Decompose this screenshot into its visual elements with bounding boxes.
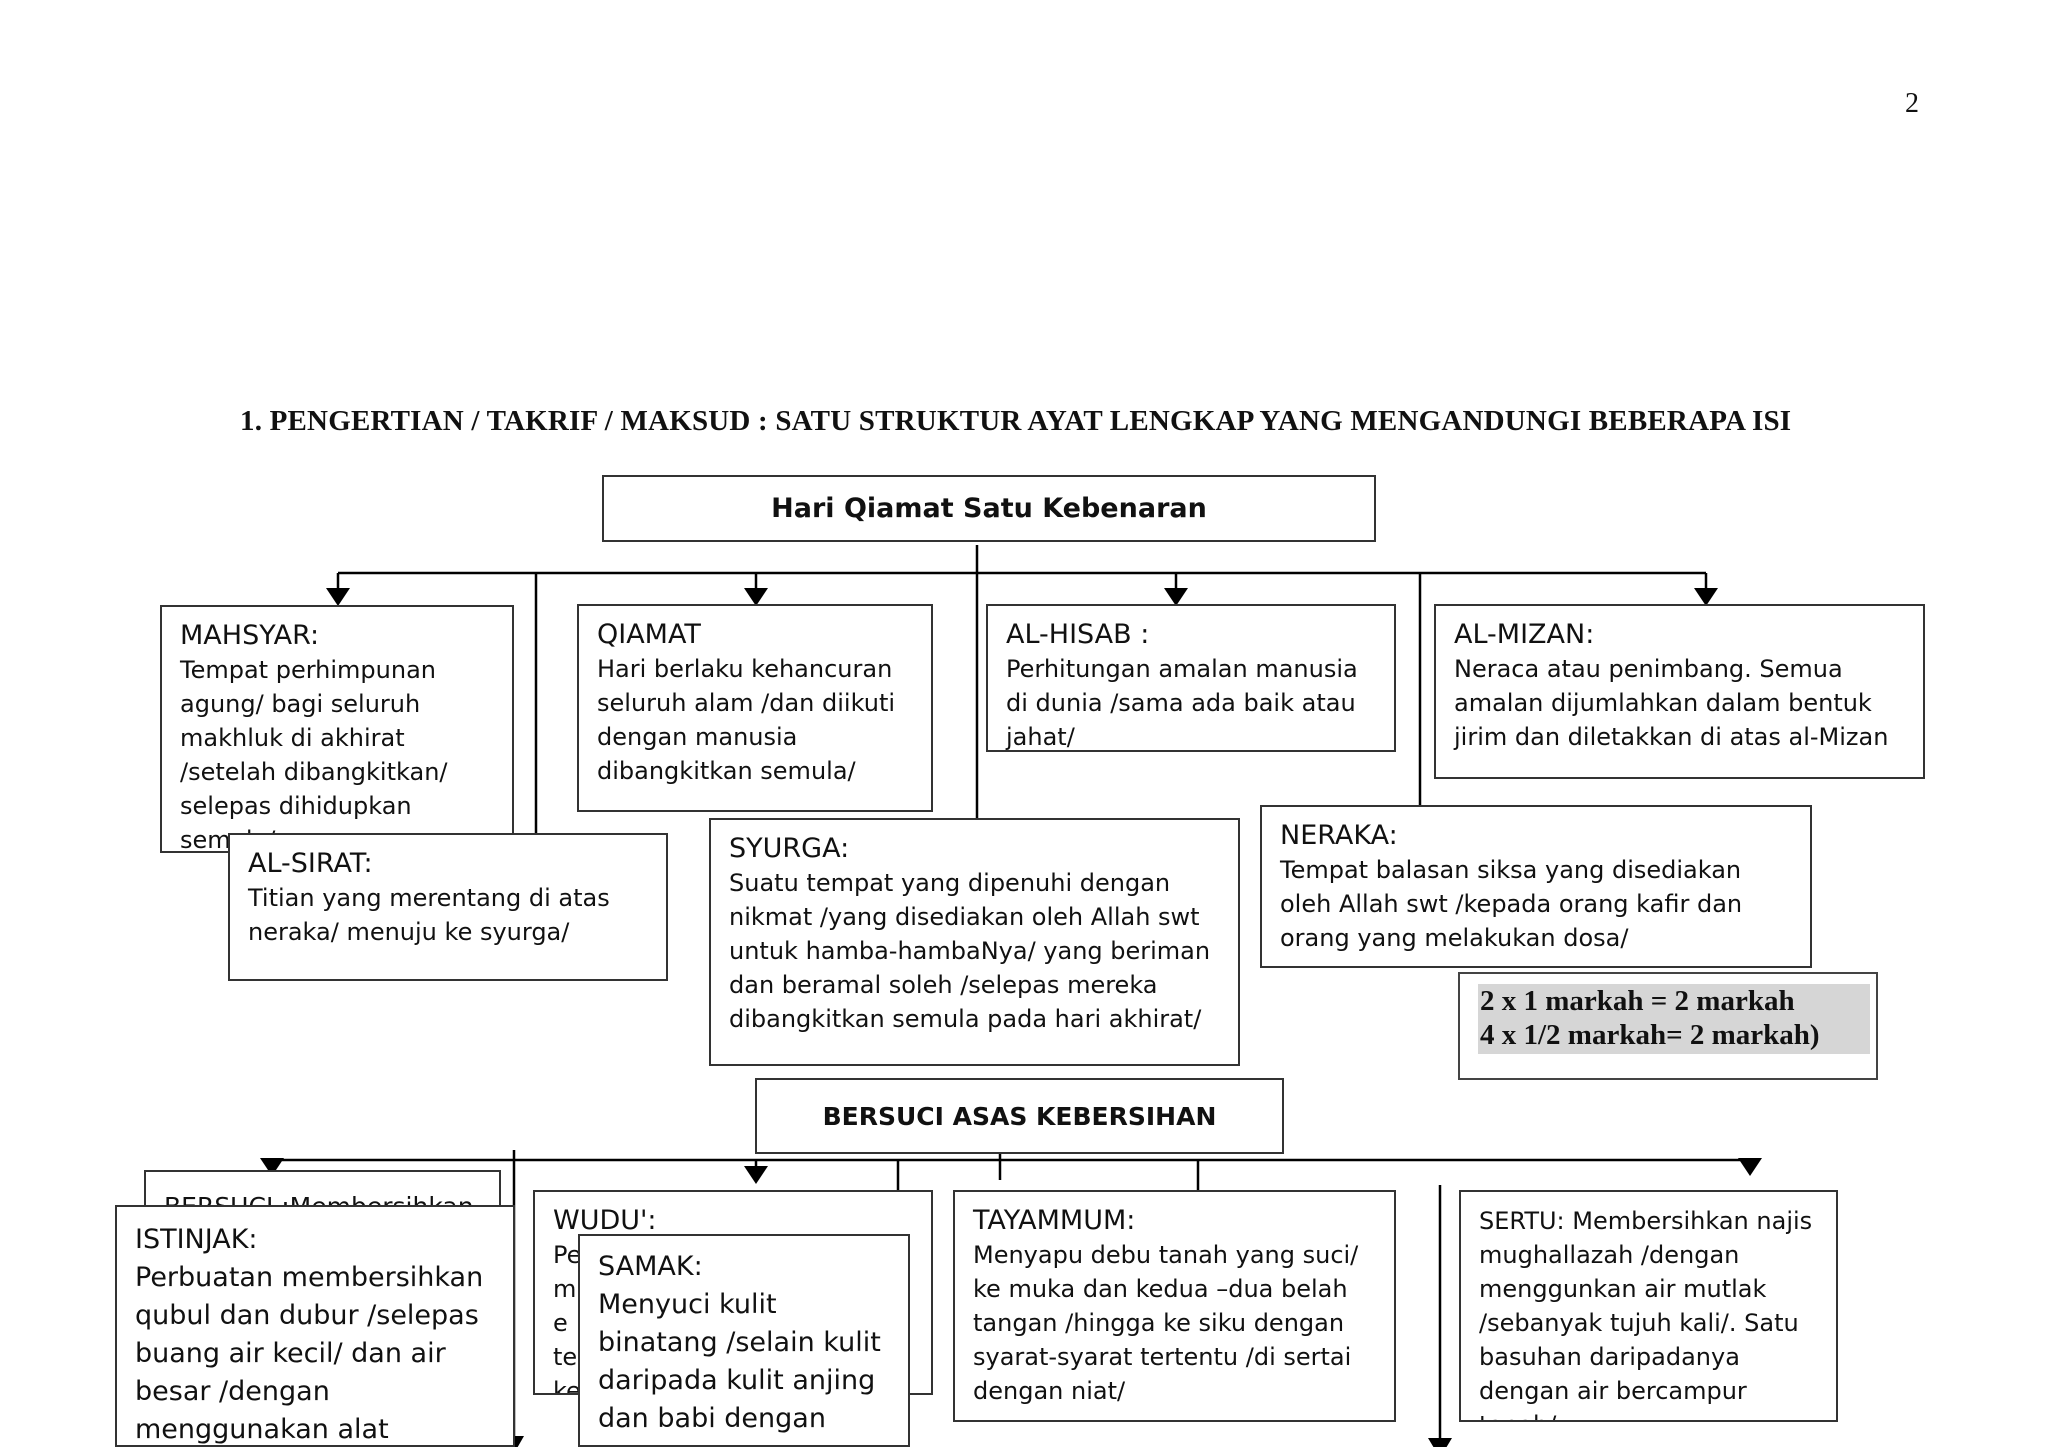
node-al-mizan-title: AL-MIZAN: [1454,619,1595,650]
node-neraka-title: NERAKA: [1280,820,1398,851]
marks-box: 2 x 1 markah = 2 markah 4 x 1/2 markah= … [1458,972,1878,1080]
marks-shade: 2 x 1 markah = 2 markah 4 x 1/2 markah= … [1478,984,1870,1054]
node-wudu-title: WUDU': [553,1205,657,1236]
node-syurga-body: Suatu tempat yang dipenuhi dengan nikmat… [729,869,1211,1033]
node-neraka-body: Tempat balasan siksa yang disediakan ole… [1280,856,1743,952]
node-istinjak-body: Perbuatan membersihkan qubul dan dubur /… [135,1262,484,1445]
node-tayammum: TAYAMMUM: Menyapu debu tanah yang suci/ … [953,1190,1396,1422]
node-samak-body: Menyuci kulit binatang /selain kulit dar… [598,1289,881,1445]
node-istinjak-title: ISTINJAK: [135,1224,258,1255]
node-syurga: SYURGA: Suatu tempat yang dipenuhi denga… [709,818,1240,1066]
node-tayammum-title: TAYAMMUM: [973,1205,1136,1236]
node-syurga-title: SYURGA: [729,833,850,864]
node-samak-title: SAMAK: [598,1251,703,1282]
node-al-sirat-body: Titian yang merentang di atas neraka/ me… [248,884,610,946]
node-istinjak: ISTINJAK: Perbuatan membersihkan qubul d… [115,1205,515,1447]
node-neraka: NERAKA: Tempat balasan siksa yang disedi… [1260,805,1812,968]
node-sertu: SERTU: Membersihkan najis mughallazah /d… [1459,1190,1838,1422]
node-mahsyar-body: Tempat perhimpunan agung/ bagi seluruh m… [180,656,448,851]
node-mahsyar: MAHSYAR: Tempat perhimpunan agung/ bagi … [160,605,514,853]
node-al-sirat-title: AL-SIRAT: [248,848,373,879]
node-al-mizan: AL-MIZAN: Neraca atau penimbang. Semua a… [1434,604,1925,779]
root-node-hari-qiamat: Hari Qiamat Satu Kebenaran [602,475,1376,542]
root-node-bersuci: BERSUCI ASAS KEBERSIHAN [755,1078,1284,1154]
node-wudu-body: Pe me te ke [553,1241,582,1395]
node-al-sirat: AL-SIRAT: Titian yang merentang di atas … [228,833,668,981]
node-tayammum-body: Menyapu debu tanah yang suci/ ke muka da… [973,1241,1359,1405]
node-qiamat-title: QIAMAT [597,619,701,650]
node-samak: SAMAK: Menyuci kulit binatang /selain ku… [578,1234,910,1447]
node-al-mizan-body: Neraca atau penimbang. Semua amalan diju… [1454,655,1889,751]
node-al-hisab-body: Perhitungan amalan manusia di dunia /sam… [1006,655,1358,751]
marks-line-1: 2 x 1 markah = 2 markah [1480,985,1795,1017]
node-al-hisab-title: AL-HISAB : [1006,619,1150,650]
node-qiamat: QIAMAT Hari berlaku kehancuran seluruh a… [577,604,933,812]
node-qiamat-body: Hari berlaku kehancuran seluruh alam /da… [597,655,896,785]
page-number: 2 [1905,88,1919,119]
node-sertu-body: SERTU: Membersihkan najis mughallazah /d… [1479,1207,1813,1420]
marks-line-2: 4 x 1/2 markah= 2 markah) [1480,1019,1820,1051]
section-heading: 1. PENGERTIAN / TAKRIF / MAKSUD : SATU S… [240,405,1792,437]
node-al-hisab: AL-HISAB : Perhitungan amalan manusia di… [986,604,1396,752]
node-mahsyar-title: MAHSYAR: [180,620,320,651]
